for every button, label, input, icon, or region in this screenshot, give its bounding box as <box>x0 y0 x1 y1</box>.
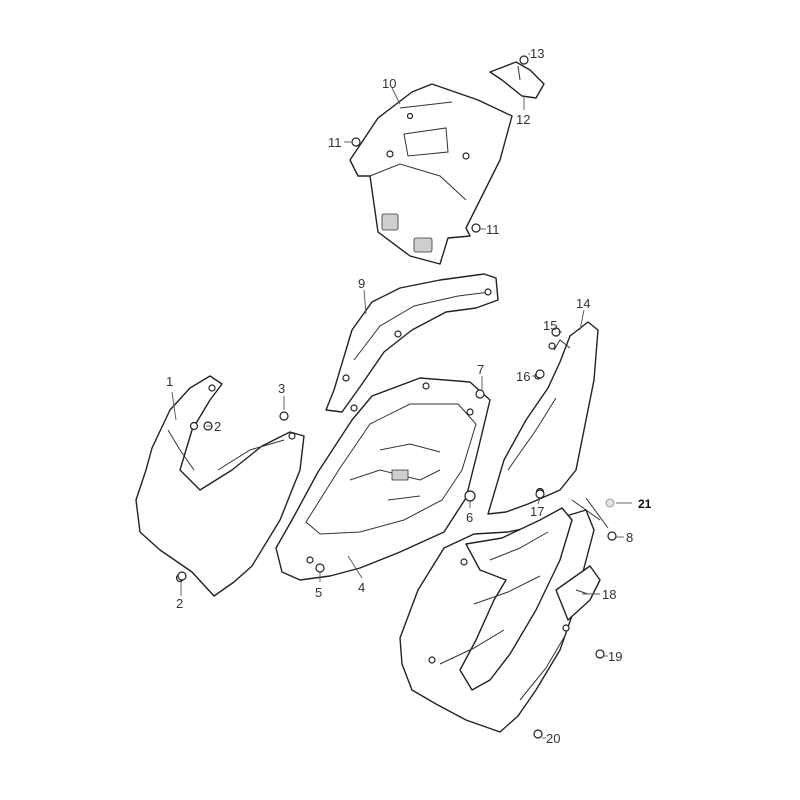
part-12-bracket <box>489 61 545 99</box>
bolt-3 <box>279 411 289 421</box>
washer-21 <box>605 498 615 508</box>
callout-12: 12 <box>516 112 530 127</box>
bolt-11-lower <box>471 223 481 233</box>
callout-3: 3 <box>278 381 285 396</box>
bolt-7 <box>475 389 485 399</box>
bolt-2-lower <box>177 571 187 581</box>
leader-lines <box>171 53 632 739</box>
part-1-left-side-cover <box>135 375 305 597</box>
callout-1: 1 <box>166 374 173 389</box>
bolt-16 <box>535 369 545 379</box>
callout-5: 5 <box>315 585 322 600</box>
bolt-11-upper <box>351 137 361 147</box>
callouts: 1 2 3 2 4 5 6 7 8 9 10 11 11 12 13 14 15… <box>166 46 652 746</box>
fasteners <box>177 55 617 739</box>
callout-20: 20 <box>546 731 560 746</box>
bolt-17 <box>535 489 545 499</box>
callout-17: 17 <box>530 504 544 519</box>
callout-21: 21 <box>638 497 652 511</box>
callout-14: 14 <box>576 296 590 311</box>
washer-8 <box>607 531 617 541</box>
callout-2-upper: 2 <box>214 419 221 434</box>
callout-11-lower: 11 <box>486 222 500 237</box>
bolt-5 <box>315 563 325 573</box>
callout-13: 13 <box>530 46 544 61</box>
callout-15: 15 <box>543 318 557 333</box>
callout-7: 7 <box>477 362 484 377</box>
bolt-20 <box>533 729 543 739</box>
part-18-lower-fairing <box>399 507 601 733</box>
callout-18: 18 <box>602 587 616 602</box>
callout-16: 16 <box>516 369 530 384</box>
bolt-19 <box>595 649 605 659</box>
callout-11-upper: 11 <box>328 135 342 150</box>
callout-2-lower: 2 <box>176 596 183 611</box>
callout-6: 6 <box>466 510 473 525</box>
callout-19: 19 <box>608 649 622 664</box>
callout-4: 4 <box>358 580 365 595</box>
part-9-side-rail <box>325 273 499 413</box>
bolt-13 <box>519 55 529 65</box>
grommet-6 <box>464 490 476 502</box>
bracket-piece <box>571 497 609 529</box>
part-14-right-side-panel <box>487 321 599 515</box>
callout-9: 9 <box>358 276 365 291</box>
callout-10: 10 <box>382 76 396 91</box>
callout-8: 8 <box>626 530 633 545</box>
part-10-top-cowl <box>349 83 513 265</box>
